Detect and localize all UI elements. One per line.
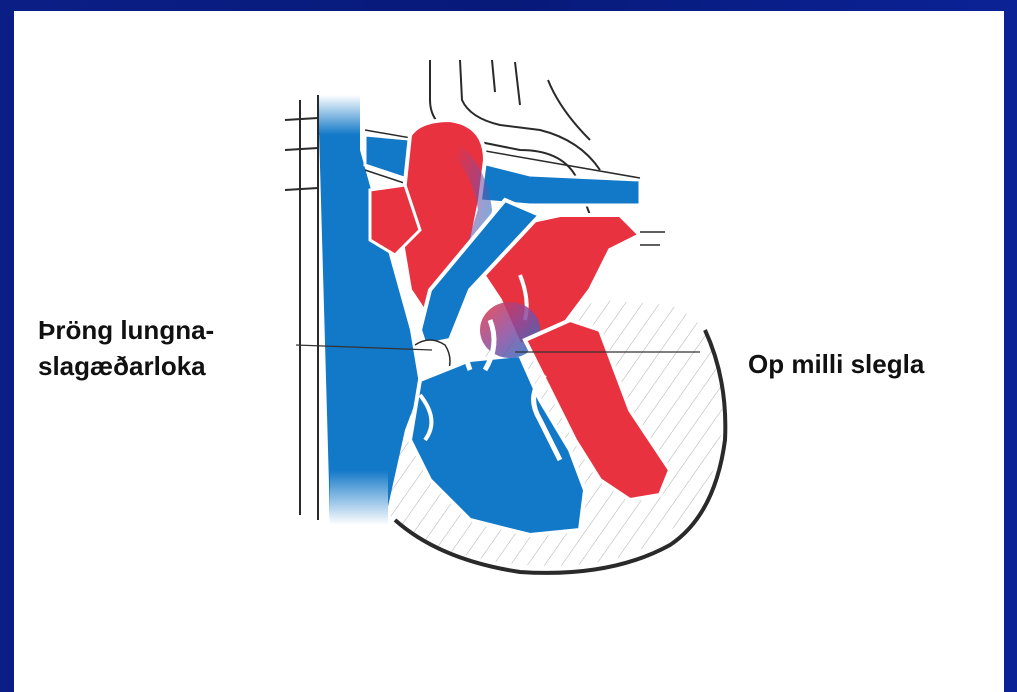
label-pulmonary-stenosis-line1: Þröng lungna- <box>38 312 214 348</box>
label-pulmonary-stenosis: Þröng lungna- slagæðarloka <box>38 312 214 384</box>
label-vsd: Op milli slegla <box>748 346 924 382</box>
label-pulmonary-stenosis-line2: slagæðarloka <box>38 348 214 384</box>
